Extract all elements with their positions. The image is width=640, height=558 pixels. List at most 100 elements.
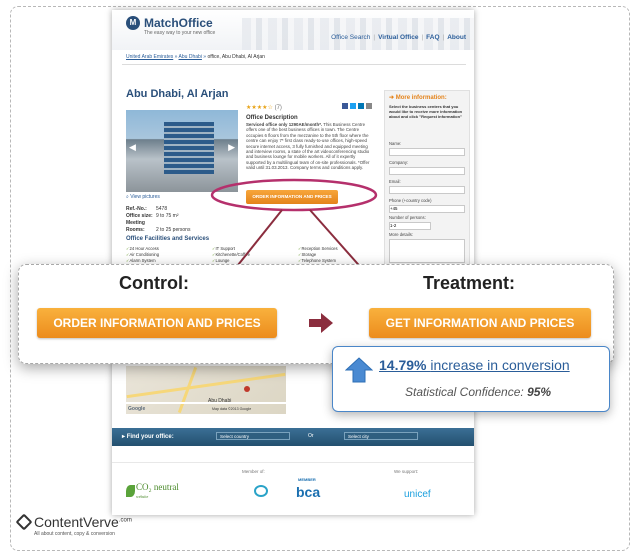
confidence-label: Statistical Confidence: [405,385,524,399]
fact-value: 5478 [156,206,168,212]
member-of-label: Member of: [242,469,265,474]
sidebar-title-label: More information: [395,95,447,101]
highlight-ellipse [210,178,378,212]
office-facts: Ref.-No.:5478 Office size:9 to 75 m² Mee… [126,206,190,234]
bca-logo[interactable]: bca [296,484,321,500]
site-logo[interactable]: M MatchOffice [126,16,213,30]
star-icons: ★★★★☆ [246,105,273,111]
order-info-button-small[interactable]: ORDER INFORMATION AND PRICES [246,190,338,204]
treatment-label: Treatment: [423,273,516,293]
control-cta-button[interactable]: ORDER INFORMATION AND PRICES [37,308,277,338]
nav-separator: | [421,34,424,41]
persons-select[interactable]: 1-2 [389,222,431,230]
nav-faq[interactable]: FAQ [426,34,440,41]
fact-value: 2 to 25 persons [156,227,191,233]
view-pictures-label: View pictures [130,194,160,200]
breadcrumb: United Arab Emirates » Abu Dhabi » offic… [126,54,265,60]
fact-row: Ref.-No.:5478 [126,206,190,213]
brand-name: ContentVerve.com [34,514,132,530]
twitter-icon[interactable] [350,103,356,109]
chevron-left-icon[interactable]: ◀ [129,142,136,152]
co2-logo-sub: website [136,494,149,499]
breadcrumb-country[interactable]: United Arab Emirates [126,54,174,60]
chevron-right-icon: ▸ [122,434,126,440]
company-field[interactable] [389,167,465,175]
fact-row: Office size:9 to 75 m² [126,213,190,220]
linkedin-icon[interactable] [358,103,364,109]
control-label: Control: [119,273,189,293]
description-lead: Serviced office only 1290AE/month*. [246,122,323,127]
map-road [126,402,286,404]
nav-about[interactable]: About [447,34,466,41]
facility-item: Air Conditioning [126,252,210,258]
site-header: M MatchOffice The easy way to your new o… [112,10,474,50]
email-icon[interactable] [366,103,372,109]
name-label: Name: [389,141,402,146]
name-field[interactable] [389,148,465,156]
nav-virtual-office[interactable]: Virtual Office [378,34,419,41]
rating[interactable]: ★★★★☆ (7) [246,104,282,111]
office-description: Serviced office only 1290AE/month*. This… [246,122,374,171]
facility-item: Storage [298,252,382,258]
breadcrumb-current: office, Abu Dhabi, Al Arjan [207,54,265,60]
leaf-icon [126,485,135,497]
phone-field[interactable]: +45 [389,205,465,213]
finder-label: ▸ Find your office: [122,433,174,440]
facility-item: Kitchenette/Coffee [212,252,296,258]
view-pictures-link[interactable]: ⌕ View pictures [126,194,160,200]
phone-label: Phone (+country code) [389,198,432,203]
fact-label: Office size: [126,213,153,219]
finder-label-text: Find your office: [126,434,174,440]
magnifier-icon: ⌕ [126,194,129,200]
bca-member-label: MEMBER [298,477,316,482]
co2-neutral-logo[interactable]: CO₂ neutral website [136,483,179,501]
skyline-graphic [242,18,474,50]
facility-item: IT Support [212,246,296,252]
divider [122,64,466,65]
fact-row: Meeting Rooms:2 to 25 persons [126,220,190,234]
email-field[interactable] [389,186,465,194]
map-pin-icon[interactable] [244,386,250,392]
nav-separator: | [373,34,376,41]
arrow-body [309,319,321,327]
info-sidebar: ➜ More information: Select the business … [384,90,470,292]
share-buttons [342,103,372,109]
conversion-lift-value: 14.79% [379,357,427,373]
facility-item: Lounge [212,258,296,264]
details-label: More details: [389,232,413,237]
logo-tagline: The easy way to your new office [144,30,216,36]
facebook-icon[interactable] [342,103,348,109]
breadcrumb-city[interactable]: Abu Dhabi [178,54,202,60]
facility-item: Alarm System [126,258,210,264]
sidebar-title: ➜ More information: [389,94,447,101]
page-title: Abu Dhabi, Al Arjan [126,88,229,100]
treatment-cta-button[interactable]: GET INFORMATION AND PRICES [369,308,591,338]
chevron-right-icon[interactable]: ▶ [228,142,235,152]
network-logo-icon[interactable] [254,485,268,497]
we-support-label: We support: [394,469,419,474]
up-arrow-icon [345,357,373,383]
email-label: Email: [389,179,401,184]
city-select[interactable]: Select city [344,432,418,440]
unicef-logo[interactable]: unicef [404,489,431,500]
facilities-title: Office Facilities and Services [126,236,210,242]
statistical-confidence: Statistical Confidence: 95% [405,385,551,399]
fact-value: 9 to 75 m² [156,213,179,219]
find-office-bar: ▸ Find your office: Select country Or Se… [112,428,474,446]
location-map[interactable]: Abu Dhabi Google Map data ©2013 Google [126,366,286,414]
office-photo[interactable]: ◀ ▶ [126,110,238,192]
brand-tagline: All about content, copy & conversion [34,531,115,537]
top-nav: Office Search | Virtual Office | FAQ | A… [331,34,466,41]
persons-label: Number of persons: [389,215,426,220]
nav-office-search[interactable]: Office Search [331,34,371,41]
confidence-value: 95% [527,385,552,399]
logo-icon: M [126,16,140,30]
arrow-right-icon [321,313,333,333]
facility-item: 24 Hour Access [126,246,210,252]
details-textarea[interactable] [389,239,465,263]
conversion-result: 14.79% increase in conversion [379,357,570,373]
country-select[interactable]: Select country [216,432,290,440]
members-strip: Member of: We support: CO₂ neutral websi… [112,462,474,513]
description-text: This Business Centre offers one of the b… [246,122,370,171]
rating-count: (7) [274,105,282,111]
